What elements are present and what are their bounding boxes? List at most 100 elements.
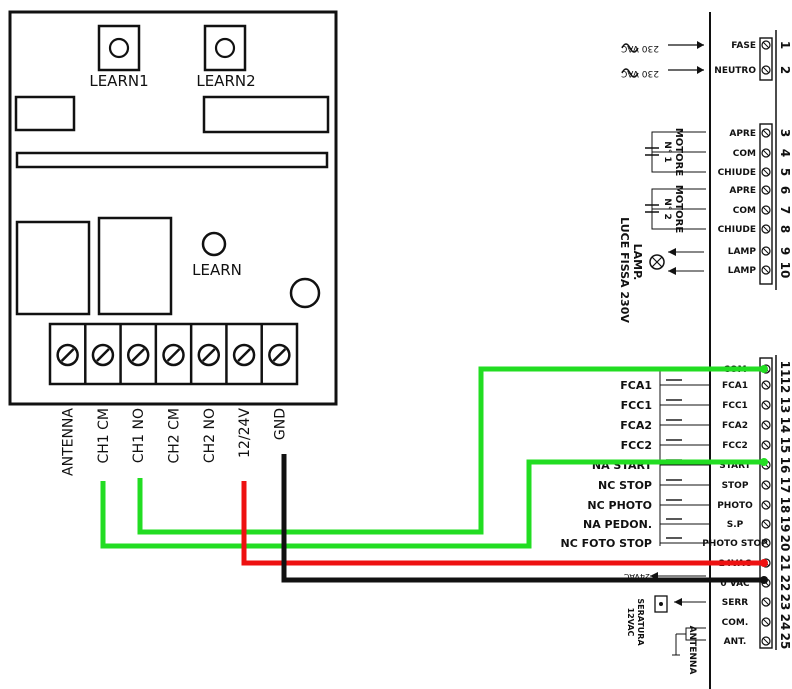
wire-12-24v-to-24vac [241,481,764,566]
panel-input-device-label: FCC2 [621,439,652,452]
panel-terminal: NEUTRO 2 [714,65,792,76]
receiver-terminal-label: CH1 CM [96,408,112,464]
panel-input-device-label: NC PHOTO [587,499,652,512]
panel-terminal-number: 9 [778,247,792,255]
panel-input-label: PHOTO STOP [702,539,768,549]
learn-label: LEARN [192,261,242,279]
panel-input-number: 19 [778,516,792,533]
panel-input-label: FCA1 [722,381,748,391]
panel-input-number: 20 [778,535,792,552]
panel-input-terminal: FCA2 14 FCA2 [620,417,792,434]
receiver-terminal-label: GND [272,408,288,440]
learn-button [201,231,227,257]
antenna: ANTENNA [672,626,706,675]
panel-input-number: 22 [778,575,792,592]
panel-terminal-label: COM [733,206,756,216]
panel-input-device-label: FCC1 [621,399,652,412]
panel-input-device-label: FCA2 [620,419,652,432]
panel-terminal-number: 2 [778,66,792,74]
panel-terminal-number: 10 [778,262,792,279]
panel-input-device-label: FCA1 [620,379,652,392]
panel-input-number: 15 [778,437,792,454]
panel-input-number: 21 [778,555,792,572]
lock-serratura: SERATURA 12VAC [626,595,706,646]
motor2-number: N° 2 [662,198,672,219]
panel-input-terminal: STOP 17 NC STOP [598,477,792,494]
panel-terminal: APRE 6 [729,185,792,196]
power-supply-230vac: 230 VAC 230 VAC [621,41,704,78]
panel-terminal-number: 5 [778,168,792,176]
panel-input-label: FCC2 [722,441,748,451]
panel-terminal-label: CHIUDE [718,168,756,178]
panel-input-number: 25 [778,633,792,650]
receiver-terminal-screw [268,343,291,367]
panel-input-device-label: NC STOP [598,479,652,492]
panel-terminal: LAMP 10 [728,262,792,279]
panel-terminal-label: CHIUDE [718,225,756,235]
motor-1: MOTORE N° 1 [645,128,706,176]
vac24-label: 24VAC [624,572,650,581]
wire-ch1-no-to-com [137,366,764,535]
learn1-label: LEARN1 [89,72,148,90]
learn2-label: LEARN2 [196,72,255,90]
serratura-label-1: SERATURA [636,598,645,646]
panel-input-device-label: NA PEDON. [583,518,652,531]
panel-terminal-label: NEUTRO [714,66,756,76]
learn2-button [203,24,247,72]
panel-input-label: FCA2 [722,421,748,431]
receiver-terminal-label: CH1 NO [131,408,147,463]
learn1-button [97,24,141,72]
motor2-label: MOTORE [673,185,684,233]
panel-terminal-number: 8 [778,225,792,233]
panel-input-number: 16 [778,457,792,474]
lamp-label-1: LAMP. [631,244,644,281]
panel-input-number: 18 [778,497,792,514]
panel-terminal-label: FASE [731,41,756,51]
serratura-label-2: 12VAC [626,608,635,637]
vac-label-1: 230 VAC [621,43,659,53]
motor1-label: MOTORE [673,128,684,176]
motor1-number: N° 1 [662,141,672,162]
panel-terminal-label: APRE [729,186,756,196]
panel-input-number: 17 [778,477,792,494]
receiver-terminal-label: ANTENNA [61,408,77,476]
receiver-terminal-label: 12/24V [237,408,253,458]
panel-terminal-label: COM [733,149,756,159]
panel-input-terminal: FCC1 13 FCC1 [621,397,792,414]
panel-input-number: 23 [778,594,792,611]
wires [100,366,764,583]
panel-input-label: 0 VAC [720,579,750,589]
panel-input-terminal: COM.24 [722,614,792,631]
panel-input-number: 14 [778,417,792,434]
panel-input-terminal: ANT.25 [724,633,792,650]
panel-terminal-number: 6 [778,186,792,194]
panel-input-label: STOP [722,481,749,491]
receiver-terminal-screw [126,343,150,367]
receiver-terminal-screw [232,343,256,367]
panel-terminal: CHIUDE 5 [718,167,792,178]
panel-input-number: 11 [778,361,792,378]
receiver-terminal-screw [91,343,115,367]
panel-terminal-label: LAMP [728,247,757,257]
panel-terminal-label: APRE [729,129,756,139]
panel-input-number: 13 [778,397,792,414]
panel-input-terminal: PHOTO 18 NC PHOTO [587,497,792,514]
panel-input-label: PHOTO [717,501,753,511]
lamp: LAMP. LUCE FISSA 230V [618,217,704,323]
panel-input-label: FCC1 [722,401,748,411]
wire-gnd-to-0vac [281,454,764,583]
receiver-terminal-screw [162,343,185,367]
wire-ch1-cm-to-start [100,459,764,549]
panel-terminal: CHIUDE 8 [718,224,792,235]
receiver-terminal-screw [56,343,79,367]
panel-terminal-label: LAMP [728,266,757,276]
panel-input-label: COM. [722,618,749,628]
antenna-side-label: ANTENNA [687,626,697,675]
motor-2: MOTORE N° 2 [645,185,706,233]
panel-input-label: S.P [727,520,744,530]
